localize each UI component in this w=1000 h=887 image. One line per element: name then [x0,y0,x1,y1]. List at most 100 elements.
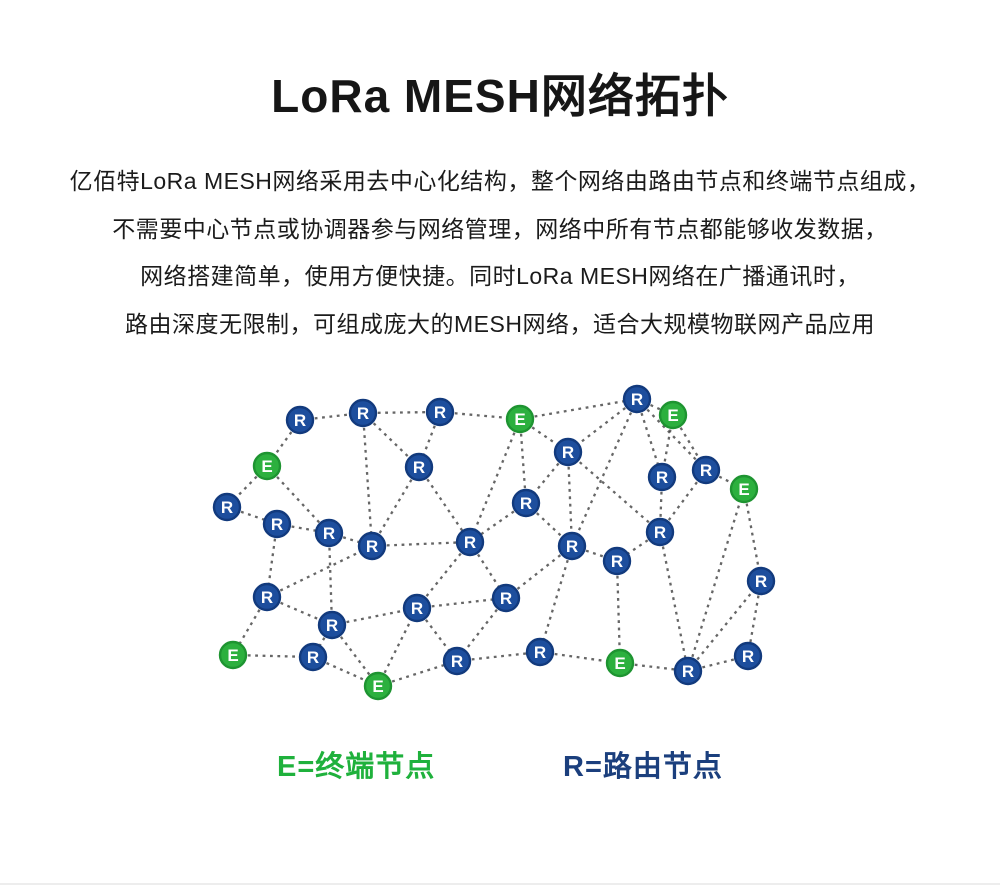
endpoint-node-circle [218,640,248,670]
node-label: R [700,461,712,480]
router-node-circle [673,656,703,686]
mesh-link [361,412,374,547]
router-node: R [511,488,541,518]
node-label: E [227,646,238,665]
endpoint-node: E [729,474,759,504]
mesh-link [456,597,507,662]
mesh-link [416,541,471,609]
bottom-divider [0,883,1000,885]
mesh-link [525,502,573,547]
mesh-link [567,398,638,453]
router-node-circle [402,593,432,623]
mesh-link [519,418,569,453]
mesh-link [266,544,373,599]
router-node: R [746,566,776,596]
router-node-circle [557,531,587,561]
node-label: R [562,443,574,462]
router-node: R [404,452,434,482]
router-node-circle [285,405,315,435]
router-node-circle [298,642,328,672]
node-label: R [464,533,476,552]
mesh-link [439,410,521,421]
node-label: R [520,494,532,513]
mesh-link [328,531,373,548]
node-label: R [326,616,338,635]
mesh-link [635,398,664,478]
mesh-link [371,466,420,547]
node-label: E [738,480,749,499]
router-node: R [491,583,521,613]
mesh-link [418,466,471,543]
router-node: R [357,531,387,561]
mesh-link [371,540,471,548]
mesh-link [659,469,707,533]
mesh-link [505,545,573,599]
router-node-circle [622,384,652,414]
router-node-circle [357,531,387,561]
mesh-link [525,451,569,504]
mesh-link [658,476,664,533]
router-node-circle [348,398,378,428]
legend-router-label: R=路由节点 [563,751,723,783]
mesh-link [226,465,268,508]
router-node: R [553,437,583,467]
mesh-link [276,522,330,535]
router-node: R [602,546,632,576]
mesh-link [362,410,441,415]
mesh-link [327,532,334,626]
mesh-link [687,580,762,672]
mesh-link [686,488,746,672]
legend-endpoint-label: E=终端节点 [277,751,436,783]
node-label: R [294,411,306,430]
router-node-circle [404,452,434,482]
node-label: R [271,515,283,534]
mesh-link [265,523,279,598]
node-label: R [366,537,378,556]
endpoint-node-circle [363,671,393,701]
node-label: E [514,410,525,429]
node-label: R [566,537,578,556]
mesh-link [226,505,278,526]
description-line-3: 网络搭建简单，使用方便快捷。同时LoRa MESH网络在广播通讯时， [140,263,860,289]
router-node-circle [733,641,763,671]
node-label: R [261,588,273,607]
mesh-link [232,653,314,659]
router-node-circle [442,646,472,676]
node-label: R [755,572,767,591]
node-label: R [500,589,512,608]
description-line-4: 路由深度无限制，可组成庞大的MESH网络，适合大规模物联网产品应用 [125,310,875,337]
router-node: R [252,582,282,612]
mesh-link [456,650,541,663]
mesh-link [705,468,745,491]
mesh-link [616,531,661,562]
endpoint-node: E [252,451,282,481]
mesh-link [312,655,379,688]
mesh-link [571,544,618,563]
endpoint-node-circle [605,648,635,678]
mesh-link [469,541,507,599]
router-node: R [673,656,703,686]
legend: E=终端节点 R=路由节点 [0,743,1000,783]
router-node-circle [525,637,555,667]
mesh-link [658,531,690,672]
mesh-link [377,659,458,688]
mesh-link [687,654,749,673]
endpoint-node: E [363,671,393,701]
mesh-link [266,465,330,534]
mesh-link [519,397,638,421]
node-label: E [667,406,678,425]
router-node-circle [746,566,776,596]
node-label: R [323,524,335,543]
router-node: R [212,492,242,522]
endpoint-node: E [658,400,688,430]
router-node: R [402,593,432,623]
mesh-link [266,419,301,467]
mesh-link [672,414,707,471]
mesh-link [376,607,419,687]
mesh-link [416,607,458,662]
node-label: R [413,458,425,477]
node-label: R [411,599,423,618]
mesh-link [660,414,675,478]
node-label: R [631,390,643,409]
router-node-circle [511,488,541,518]
